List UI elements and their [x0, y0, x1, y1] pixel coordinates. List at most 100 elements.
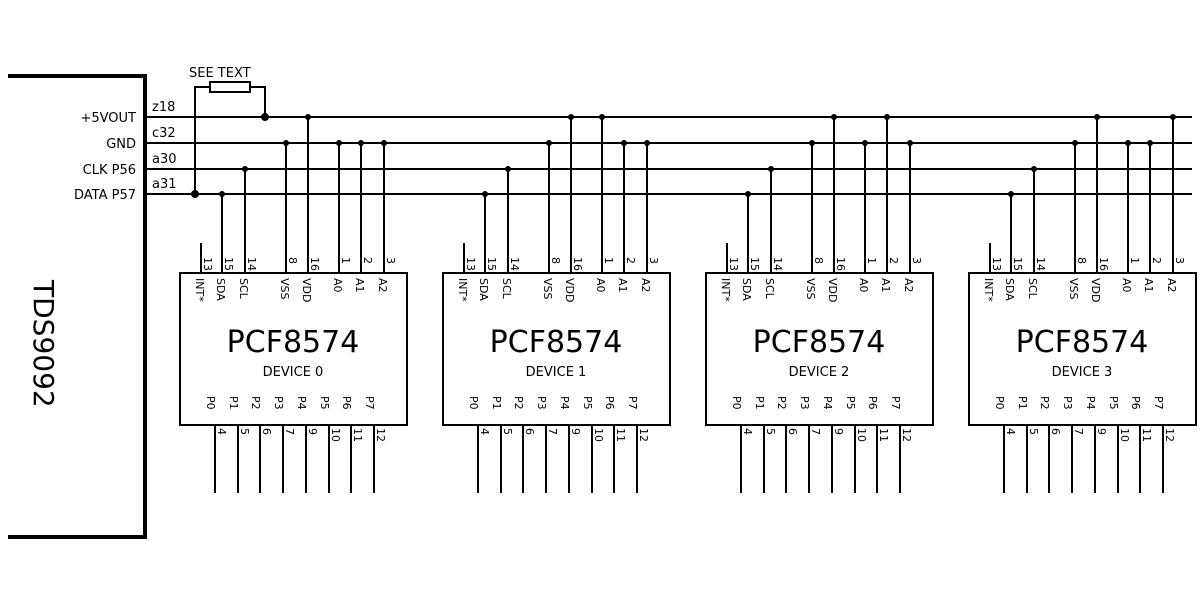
chip-body [705, 272, 934, 426]
pin-name: P2 [512, 396, 525, 410]
junction-dot [358, 140, 364, 146]
pin-name: VSS [278, 278, 291, 300]
pin-name: P5 [844, 396, 857, 410]
pin-name: A1 [353, 278, 366, 293]
pin-name: VDD [1089, 278, 1102, 302]
pin-name: VSS [804, 278, 817, 300]
junction-dot [219, 191, 225, 197]
pin-name: A2 [902, 278, 915, 293]
pin-name: P3 [1061, 396, 1074, 410]
pin-number: 1 [339, 257, 352, 264]
pin-number: 16 [834, 257, 847, 271]
pin-number: 16 [308, 257, 321, 271]
junction-dot [621, 140, 627, 146]
pin-name: P2 [775, 396, 788, 410]
pin-number: 9 [832, 428, 845, 435]
pin-number: 13 [201, 257, 214, 271]
chip-body [442, 272, 671, 426]
device-3: 13INT*15SDA14SCL8VSS16VDD1A02A13A2P04P15… [968, 114, 1197, 493]
pin-name: INT* [719, 278, 732, 302]
pullup-resistor [191, 81, 269, 198]
pin-number: 11 [351, 428, 364, 442]
pin-name: P3 [798, 396, 811, 410]
pin-number: 4 [478, 428, 491, 435]
pin-number: 7 [1072, 428, 1085, 435]
device-label: DEVICE 0 [263, 365, 324, 380]
pin-number: 15 [222, 257, 235, 271]
pin-name: P4 [558, 396, 571, 410]
pin-name: P6 [603, 396, 616, 410]
pin-number: 11 [1140, 428, 1153, 442]
pin-number: 11 [877, 428, 890, 442]
pullup-note: SEE TEXT [189, 66, 251, 81]
pin-name: A1 [1142, 278, 1155, 293]
pin-number: 5 [1027, 428, 1040, 435]
pin-name: P0 [204, 396, 217, 410]
junction-dot [745, 191, 751, 197]
pin-number: 13 [727, 257, 740, 271]
pin-number: 5 [764, 428, 777, 435]
junction-dot [1170, 114, 1176, 120]
controller-name: TDS9092 [27, 279, 60, 408]
pin-name: P4 [1084, 396, 1097, 410]
junction-dot [568, 114, 574, 120]
pin-name: A2 [639, 278, 652, 293]
pin-name: SDA [477, 278, 490, 301]
pin-name: SCL [763, 278, 776, 300]
pin-number: 6 [1049, 428, 1062, 435]
junction-dot [283, 140, 289, 146]
signal-label-clk: CLK P56 [83, 163, 136, 178]
junction-dot [242, 166, 248, 172]
pin-number: 7 [546, 428, 559, 435]
pin-name: A1 [879, 278, 892, 293]
controller-block [8, 74, 147, 539]
bus-lines [145, 116, 1192, 195]
junction-dot [1072, 140, 1078, 146]
pin-name: P5 [318, 396, 331, 410]
pin-number: 2 [1150, 257, 1163, 264]
device-2: 13INT*15SDA14SCL8VSS16VDD1A02A13A2P04P15… [705, 114, 934, 493]
pin-name: P0 [993, 396, 1006, 410]
pin-name: VDD [826, 278, 839, 302]
pin-name: VDD [563, 278, 576, 302]
chip-body [179, 272, 408, 426]
junction-dot [1094, 114, 1100, 120]
pin-name: A0 [1120, 278, 1133, 293]
junction-dot [1147, 140, 1153, 146]
chip-part-number: PCF8574 [490, 325, 623, 360]
pin-number: 10 [1118, 428, 1131, 442]
pin-number: 15 [485, 257, 498, 271]
pin-name: SDA [740, 278, 753, 301]
pin-name: P0 [730, 396, 743, 410]
junction-dot [505, 166, 511, 172]
pin-number: 3 [647, 257, 660, 264]
signal-labels: +5VOUT GND CLK P56 DATA P57 z18 c32 a30 … [74, 100, 177, 203]
pin-name: P1 [490, 396, 503, 410]
junction-dot [336, 140, 342, 146]
pin-name: P1 [227, 396, 240, 410]
pin-number: 1 [602, 257, 615, 264]
signal-label-5vout: +5VOUT [80, 111, 136, 126]
pin-name: SDA [214, 278, 227, 301]
pin-number: 16 [571, 257, 584, 271]
junction-dot [599, 114, 605, 120]
pin-number: 2 [887, 257, 900, 264]
pin-number: 4 [741, 428, 754, 435]
pin-name: A0 [857, 278, 870, 293]
pin-number: 12 [637, 428, 650, 442]
pin-number: 11 [614, 428, 627, 442]
pin-number: 2 [624, 257, 637, 264]
signal-label-data: DATA P57 [74, 188, 136, 203]
net-label-z18: z18 [152, 100, 175, 115]
pin-name: P6 [866, 396, 879, 410]
junction-dot [305, 114, 311, 120]
pin-name: A0 [594, 278, 607, 293]
chip-part-number: PCF8574 [753, 325, 886, 360]
pin-number: 15 [1011, 257, 1024, 271]
signal-label-gnd: GND [106, 137, 136, 152]
pin-number: 9 [569, 428, 582, 435]
pin-name: P2 [249, 396, 262, 410]
pin-number: 6 [523, 428, 536, 435]
junction-dot [381, 140, 387, 146]
